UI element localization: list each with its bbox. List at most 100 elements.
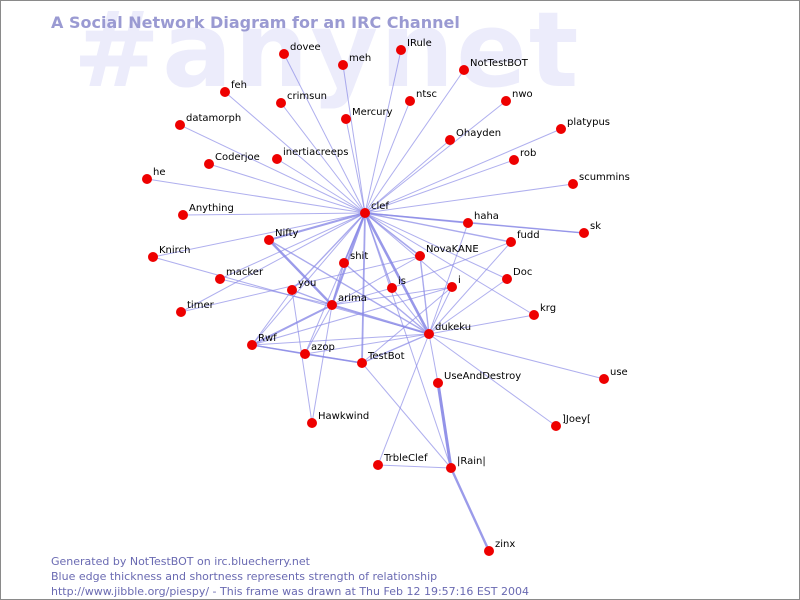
node-use: use xyxy=(599,367,628,384)
edge-clef-Mercury xyxy=(345,118,366,214)
node-scummins: scummins xyxy=(568,172,630,189)
node-dot xyxy=(341,114,351,124)
node-dot xyxy=(387,283,397,293)
edge-clef-ntsc xyxy=(364,100,411,214)
node-dot xyxy=(148,252,158,262)
node-arima: arima xyxy=(327,293,367,310)
node-Rwf: Rwf xyxy=(247,333,277,350)
node-dot xyxy=(484,546,494,556)
node-Nifty: Nifty xyxy=(264,228,299,245)
node-label: feh xyxy=(231,80,247,91)
node-dot xyxy=(307,418,317,428)
edge-fudd-is xyxy=(391,241,512,289)
node-zinx: zinx xyxy=(484,539,515,556)
edge-arima-i xyxy=(331,286,453,306)
node-label: UseAndDestroy xyxy=(444,371,521,382)
edge-arima-Hawkwind xyxy=(311,304,333,424)
node-dovee: dovee xyxy=(279,42,321,59)
node-label: ]Joey[ xyxy=(562,414,591,425)
edge-arima-is xyxy=(331,287,393,306)
node-Doc: Doc xyxy=(502,267,532,284)
node-dot xyxy=(502,274,512,284)
node-dot xyxy=(459,65,469,75)
node-dot xyxy=(373,460,383,470)
node-label: Ohayden xyxy=(456,128,501,139)
node-Hawkwind: Hawkwind xyxy=(307,411,369,428)
node-ntsc: ntsc xyxy=(405,89,437,106)
edge-TestBot-i xyxy=(361,286,453,364)
edge-dukeku-Knirch xyxy=(152,256,430,335)
edge-clef-he xyxy=(146,178,366,214)
node-label: TestBot xyxy=(367,351,405,362)
node-dot xyxy=(215,274,225,284)
node-label: azop xyxy=(311,342,335,353)
edge-Nifty-arima xyxy=(268,239,333,306)
edge-arima-macker xyxy=(219,278,333,306)
edge-TestBot-Rain xyxy=(361,362,452,469)
node-label: Coderjoe xyxy=(215,152,260,163)
node-rob: rob xyxy=(509,148,536,165)
edge-clef-NotTestBOT xyxy=(364,69,465,214)
node-dot xyxy=(327,300,337,310)
edge-clef-Rwf xyxy=(251,212,366,346)
edge-dukeku-TestBot xyxy=(361,333,430,364)
edge-clef-meh xyxy=(342,64,366,214)
edge-dukeku-UseAndDestroy xyxy=(428,333,439,384)
node-Anything: Anything xyxy=(178,203,234,220)
node-dot xyxy=(247,340,257,350)
node-dot xyxy=(501,96,511,106)
edge-you-Rwf xyxy=(251,289,293,346)
edge-clef-scummins xyxy=(364,183,574,214)
node-label: he xyxy=(153,167,166,178)
node-label: Hawkwind xyxy=(318,411,369,422)
node-TestBot: TestBot xyxy=(357,351,405,368)
node-label: meh xyxy=(349,53,371,64)
node-dot xyxy=(463,218,473,228)
edge-dukeku-shit xyxy=(343,262,430,335)
node-dot xyxy=(204,159,214,169)
node-label: i xyxy=(458,275,461,286)
node-NovaKANE: NovaKANE xyxy=(415,244,479,261)
edge-clef-rob xyxy=(364,159,515,214)
node-label: |Rain| xyxy=(457,456,486,467)
node-dot xyxy=(446,463,456,473)
node-label: NotTestBOT xyxy=(470,58,529,69)
footer-generated-by: Generated by NotTestBOT on irc.bluecherr… xyxy=(51,555,310,568)
node-dot xyxy=(339,258,349,268)
node-label: nwo xyxy=(512,89,533,100)
footer-credits: Generated by NotTestBOT on irc.bluecherr… xyxy=(51,554,529,599)
node-UseAndDestroy: UseAndDestroy xyxy=(433,371,521,388)
node-dot xyxy=(568,179,578,189)
edge-clef-Doc xyxy=(364,212,508,280)
node-label: arima xyxy=(338,293,367,304)
node-dot xyxy=(272,154,282,164)
node-dot xyxy=(287,285,297,295)
node-dot xyxy=(509,155,519,165)
node-Ohayden: Ohayden xyxy=(445,128,501,145)
edge-Rain-UseAndDestroy xyxy=(436,382,453,469)
edge-clef-timer xyxy=(180,212,366,313)
edge-i-Rwf xyxy=(251,286,453,346)
node-you: you xyxy=(287,278,316,295)
node-label: TrbleClef xyxy=(383,453,428,464)
node-label: haha xyxy=(474,211,499,222)
node-dukeku: dukeku xyxy=(424,322,471,339)
node-i: i xyxy=(447,275,461,292)
edge-clef-arima xyxy=(330,212,367,306)
edge-arima-NovaKANE xyxy=(331,255,421,306)
node-label: fudd xyxy=(517,230,540,241)
node-label: use xyxy=(610,367,628,378)
node-label: Mercury xyxy=(352,107,393,118)
edge-clef-Anything xyxy=(182,212,366,216)
edge-clef-feh xyxy=(224,91,366,214)
node-dot xyxy=(529,310,539,320)
edge-dukeku-haha xyxy=(428,222,469,335)
edge-dukeku-i xyxy=(428,286,453,335)
node-dot xyxy=(405,96,415,106)
edge-arima-Rwf xyxy=(251,304,333,346)
node-fudd: fudd xyxy=(506,230,540,247)
node-dot xyxy=(279,49,289,59)
edge-dukeku-Joey xyxy=(428,333,557,427)
